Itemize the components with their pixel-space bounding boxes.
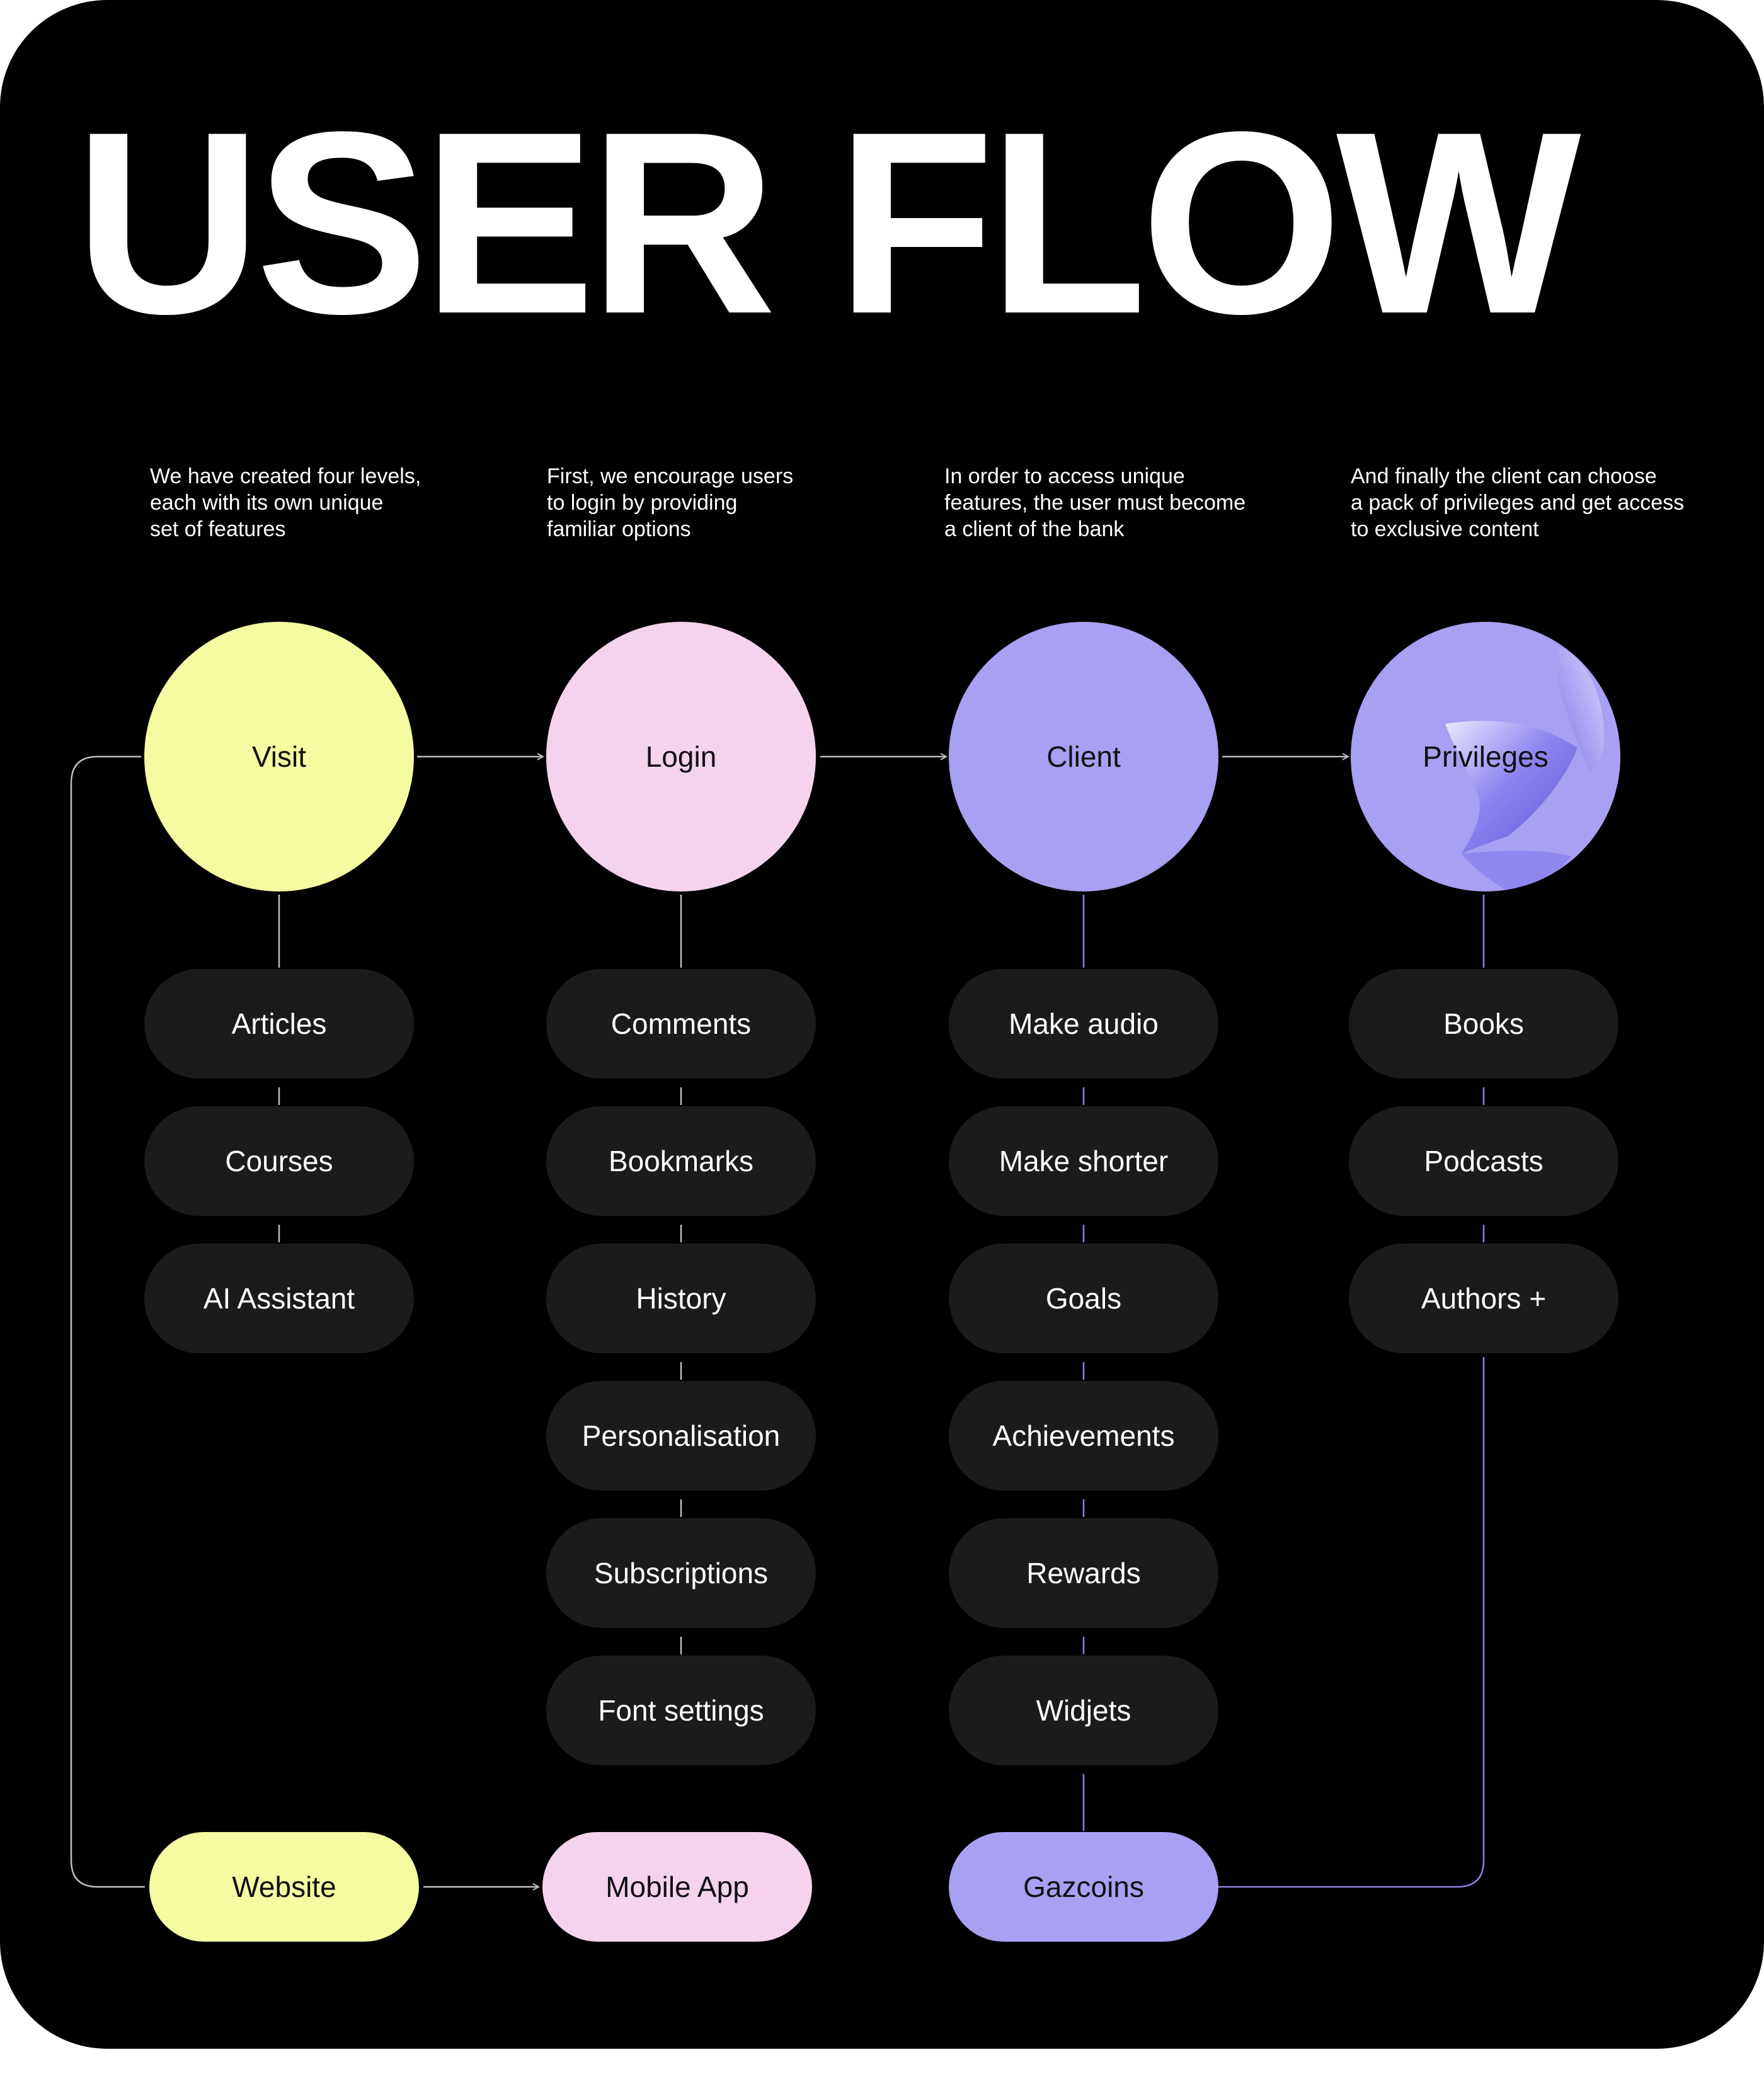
feature-pill[interactable]: Podcasts <box>1349 1106 1618 1216</box>
feature-pill[interactable]: Goals <box>949 1244 1218 1353</box>
feature-pill[interactable]: Bookmarks <box>546 1106 816 1216</box>
feature-pill[interactable]: Rewards <box>949 1518 1218 1628</box>
link-gazcoins-to-privileges <box>1218 1357 1485 1888</box>
feature-pill[interactable]: Subscriptions <box>546 1518 816 1628</box>
feature-pill[interactable]: History <box>546 1244 816 1353</box>
feature-pill[interactable]: AI Assistant <box>144 1244 414 1353</box>
feature-pill[interactable]: Books <box>1349 969 1618 1079</box>
platform-mobile-app[interactable]: Mobile App <box>542 1832 812 1942</box>
platform-website[interactable]: Website <box>149 1832 419 1942</box>
platform-gazcoins[interactable]: Gazcoins <box>949 1832 1218 1942</box>
stage-login-label: Login <box>645 740 717 773</box>
visit-description: We have created four levels, each with i… <box>150 464 421 541</box>
feature-pill[interactable]: Articles <box>144 969 414 1079</box>
feature-pill[interactable]: Widjets <box>949 1656 1218 1765</box>
feature-pill[interactable]: Courses <box>144 1106 414 1216</box>
feature-pill[interactable]: Make audio <box>949 969 1218 1079</box>
login-description: First, we encourage users to login by pr… <box>547 464 794 541</box>
feature-pill[interactable]: Authors + <box>1349 1244 1618 1353</box>
stage-privileges-label: Privileges <box>1423 740 1549 773</box>
feature-pill[interactable]: Make shorter <box>949 1106 1218 1216</box>
feature-pill[interactable]: Font settings <box>546 1656 816 1765</box>
stage-privileges[interactable]: Privileges <box>1351 622 1620 891</box>
stage-client-label: Client <box>1046 740 1121 773</box>
feature-pill[interactable]: Comments <box>546 969 816 1079</box>
feature-pill[interactable]: Achievements <box>949 1381 1218 1491</box>
stage-login[interactable]: Login <box>546 622 816 891</box>
stage-visit[interactable]: Visit <box>144 622 414 891</box>
privileges-description: And finally the client can choose a pack… <box>1351 464 1685 541</box>
client-description: In order to access unique features, the … <box>944 464 1246 541</box>
loop-website-to-visit <box>70 755 145 1888</box>
ribbon-illustration <box>1445 647 1605 891</box>
feature-pill[interactable]: Personalisation <box>546 1381 816 1491</box>
stage-client[interactable]: Client <box>949 622 1218 891</box>
page-title: USER FLOW <box>74 78 1581 368</box>
stage-visit-label: Visit <box>251 740 307 773</box>
